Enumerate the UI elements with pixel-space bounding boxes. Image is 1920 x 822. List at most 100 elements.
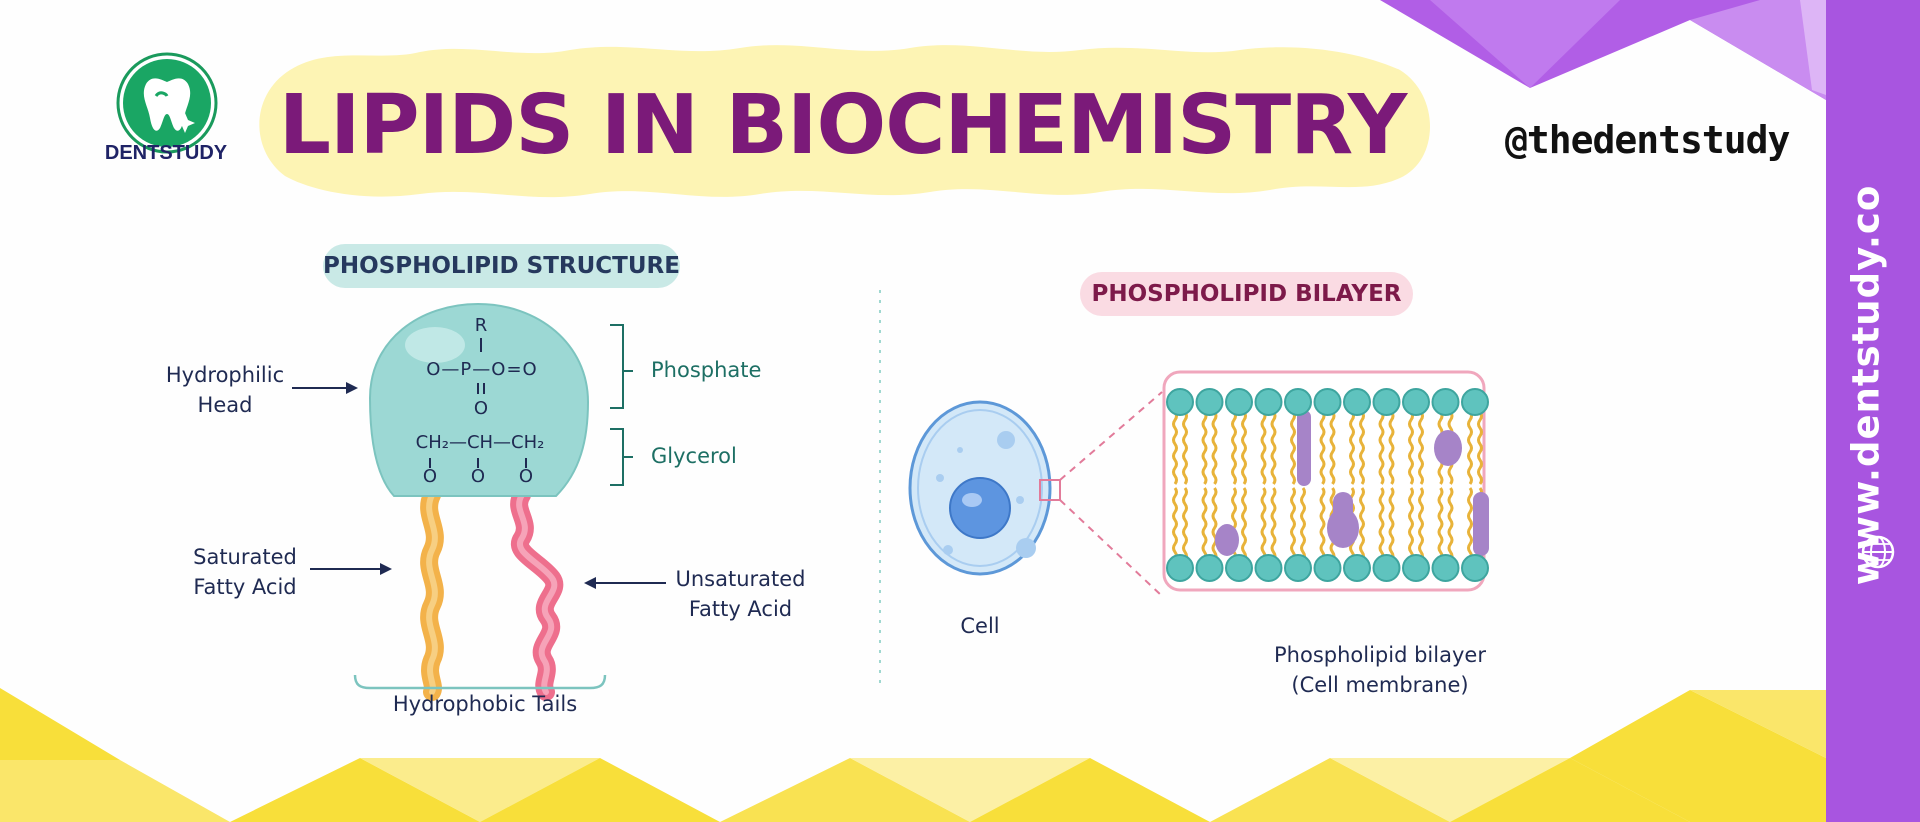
lipid-head	[1402, 554, 1430, 582]
membrane-protein	[1473, 492, 1489, 556]
lipid-tail	[1270, 487, 1277, 561]
yellow-bottom-shape	[1570, 690, 1826, 822]
lipid-tail	[1359, 411, 1365, 485]
lipid-head	[1284, 554, 1312, 582]
globe-icon	[1861, 535, 1895, 569]
lipid-tail	[1418, 411, 1424, 485]
lipid-tail	[1182, 411, 1188, 485]
lipid-tail	[1319, 487, 1326, 561]
label-phosphate: Phosphate	[651, 358, 762, 382]
yellow-bottom-shape	[360, 758, 600, 822]
lipid-head	[1402, 388, 1430, 416]
lipid-tail	[1408, 487, 1414, 561]
lipid-tail	[1211, 487, 1218, 561]
lipid-tail	[1378, 487, 1385, 561]
lipid-head	[1461, 388, 1489, 416]
membrane-protein	[1434, 430, 1462, 466]
social-handle: @thedentstudy	[1505, 118, 1790, 162]
lipid-tail	[1467, 487, 1473, 561]
lipid-head	[1343, 554, 1371, 582]
lipid-head	[1195, 554, 1224, 582]
membrane-protein	[1333, 492, 1353, 536]
lipid-tail	[1388, 411, 1395, 485]
phosphate-bracket	[610, 324, 624, 409]
lipid-head	[1284, 388, 1312, 416]
lipid-tail	[1211, 411, 1218, 485]
lipid-tail	[1182, 487, 1188, 561]
website-vertical: www.dentstudy.co	[1816, 185, 1916, 586]
yellow-bottom-shape	[850, 758, 1090, 822]
lipid-tail	[1201, 487, 1208, 561]
yellow-bottom-shape	[720, 758, 970, 822]
lipid-tail	[1319, 411, 1326, 485]
purple-side-band	[1826, 0, 1920, 822]
zoom-marker	[1039, 479, 1061, 501]
lipid-tail	[1359, 487, 1365, 561]
yellow-bottom-shape	[1330, 758, 1570, 822]
lipid-head	[1313, 388, 1342, 416]
label-glycerol: Glycerol	[651, 444, 737, 468]
label-hydrophobic-tails: Hydrophobic Tails	[392, 692, 578, 716]
lipid-tail	[1447, 487, 1454, 561]
lipid-tail	[1172, 411, 1178, 485]
lipid-head	[1166, 554, 1194, 582]
lipid-head	[1225, 388, 1253, 416]
lipid-head	[1225, 554, 1253, 582]
yellow-bottom-shape	[1210, 758, 1450, 822]
membrane	[1166, 388, 1489, 582]
formula-glycerol: CH₂—CH—CH₂	[415, 432, 545, 453]
lipid-head	[1461, 554, 1489, 582]
label-unsaturated: Unsaturated Fatty Acid	[675, 567, 806, 621]
glycerol-bracket	[610, 428, 624, 486]
lipid-tail	[1329, 411, 1336, 485]
lipid-tail	[1290, 411, 1296, 485]
structure-heading: PHOSPHOLIPID STRUCTURE	[323, 244, 680, 288]
yellow-bottom-shape	[480, 758, 720, 822]
formula-o-double: O	[473, 398, 489, 419]
yellow-bottom-shape	[230, 758, 480, 822]
yellow-bottom-shape	[970, 758, 1210, 822]
lipid-head	[1343, 388, 1371, 416]
label-hydrophilic-head: Hydrophilic Head	[165, 363, 285, 417]
formula-o2: O	[470, 466, 486, 487]
lipid-tail	[1231, 411, 1237, 485]
lipid-tail	[1388, 487, 1395, 561]
purple-top-facet	[1430, 0, 1620, 88]
title-cloud	[259, 45, 1430, 198]
tooth-logo-icon	[116, 52, 218, 154]
lipid-head	[1254, 388, 1283, 416]
lipid-tail	[1418, 487, 1424, 561]
lipid-head	[1313, 554, 1342, 582]
lipid-head	[1372, 554, 1401, 582]
lipid-tail	[1260, 487, 1267, 561]
lipid-head	[1372, 388, 1401, 416]
lipid-head	[1166, 388, 1194, 416]
website-text: www.dentstudy.co	[1844, 184, 1888, 586]
lipid-tail	[1349, 411, 1355, 485]
label-bilayer-caption: Phospholipid bilayer (Cell membrane)	[1274, 643, 1486, 697]
lipid-tail	[1260, 411, 1267, 485]
lipid-tail	[1467, 411, 1473, 485]
page-title: LIPIDS IN BIOCHEMISTRY	[278, 78, 1407, 173]
label-saturated: Saturated Fatty Acid	[193, 545, 297, 599]
formula-r: R	[474, 315, 488, 336]
lipid-tail	[1437, 487, 1444, 561]
lipid-tail	[1241, 411, 1247, 485]
lipid-head	[1431, 388, 1460, 416]
yellow-bottom-shape	[0, 760, 230, 822]
purple-top-facet-3	[1800, 0, 1826, 95]
nucleus	[949, 477, 1011, 539]
lipid-head	[1431, 554, 1460, 582]
lipid-tail	[1270, 411, 1277, 485]
membrane-protein	[1297, 410, 1311, 486]
yellow-bottom-shape	[1450, 758, 1690, 822]
lipid-tail	[1241, 487, 1247, 561]
tails-bracket	[353, 674, 607, 690]
lipid-head	[1254, 554, 1283, 582]
lipid-tail	[1408, 411, 1414, 485]
brand-name: DENTSTUDY	[104, 142, 228, 164]
yellow-bottom-shape	[1690, 690, 1826, 758]
lipid-tail	[1290, 487, 1296, 561]
